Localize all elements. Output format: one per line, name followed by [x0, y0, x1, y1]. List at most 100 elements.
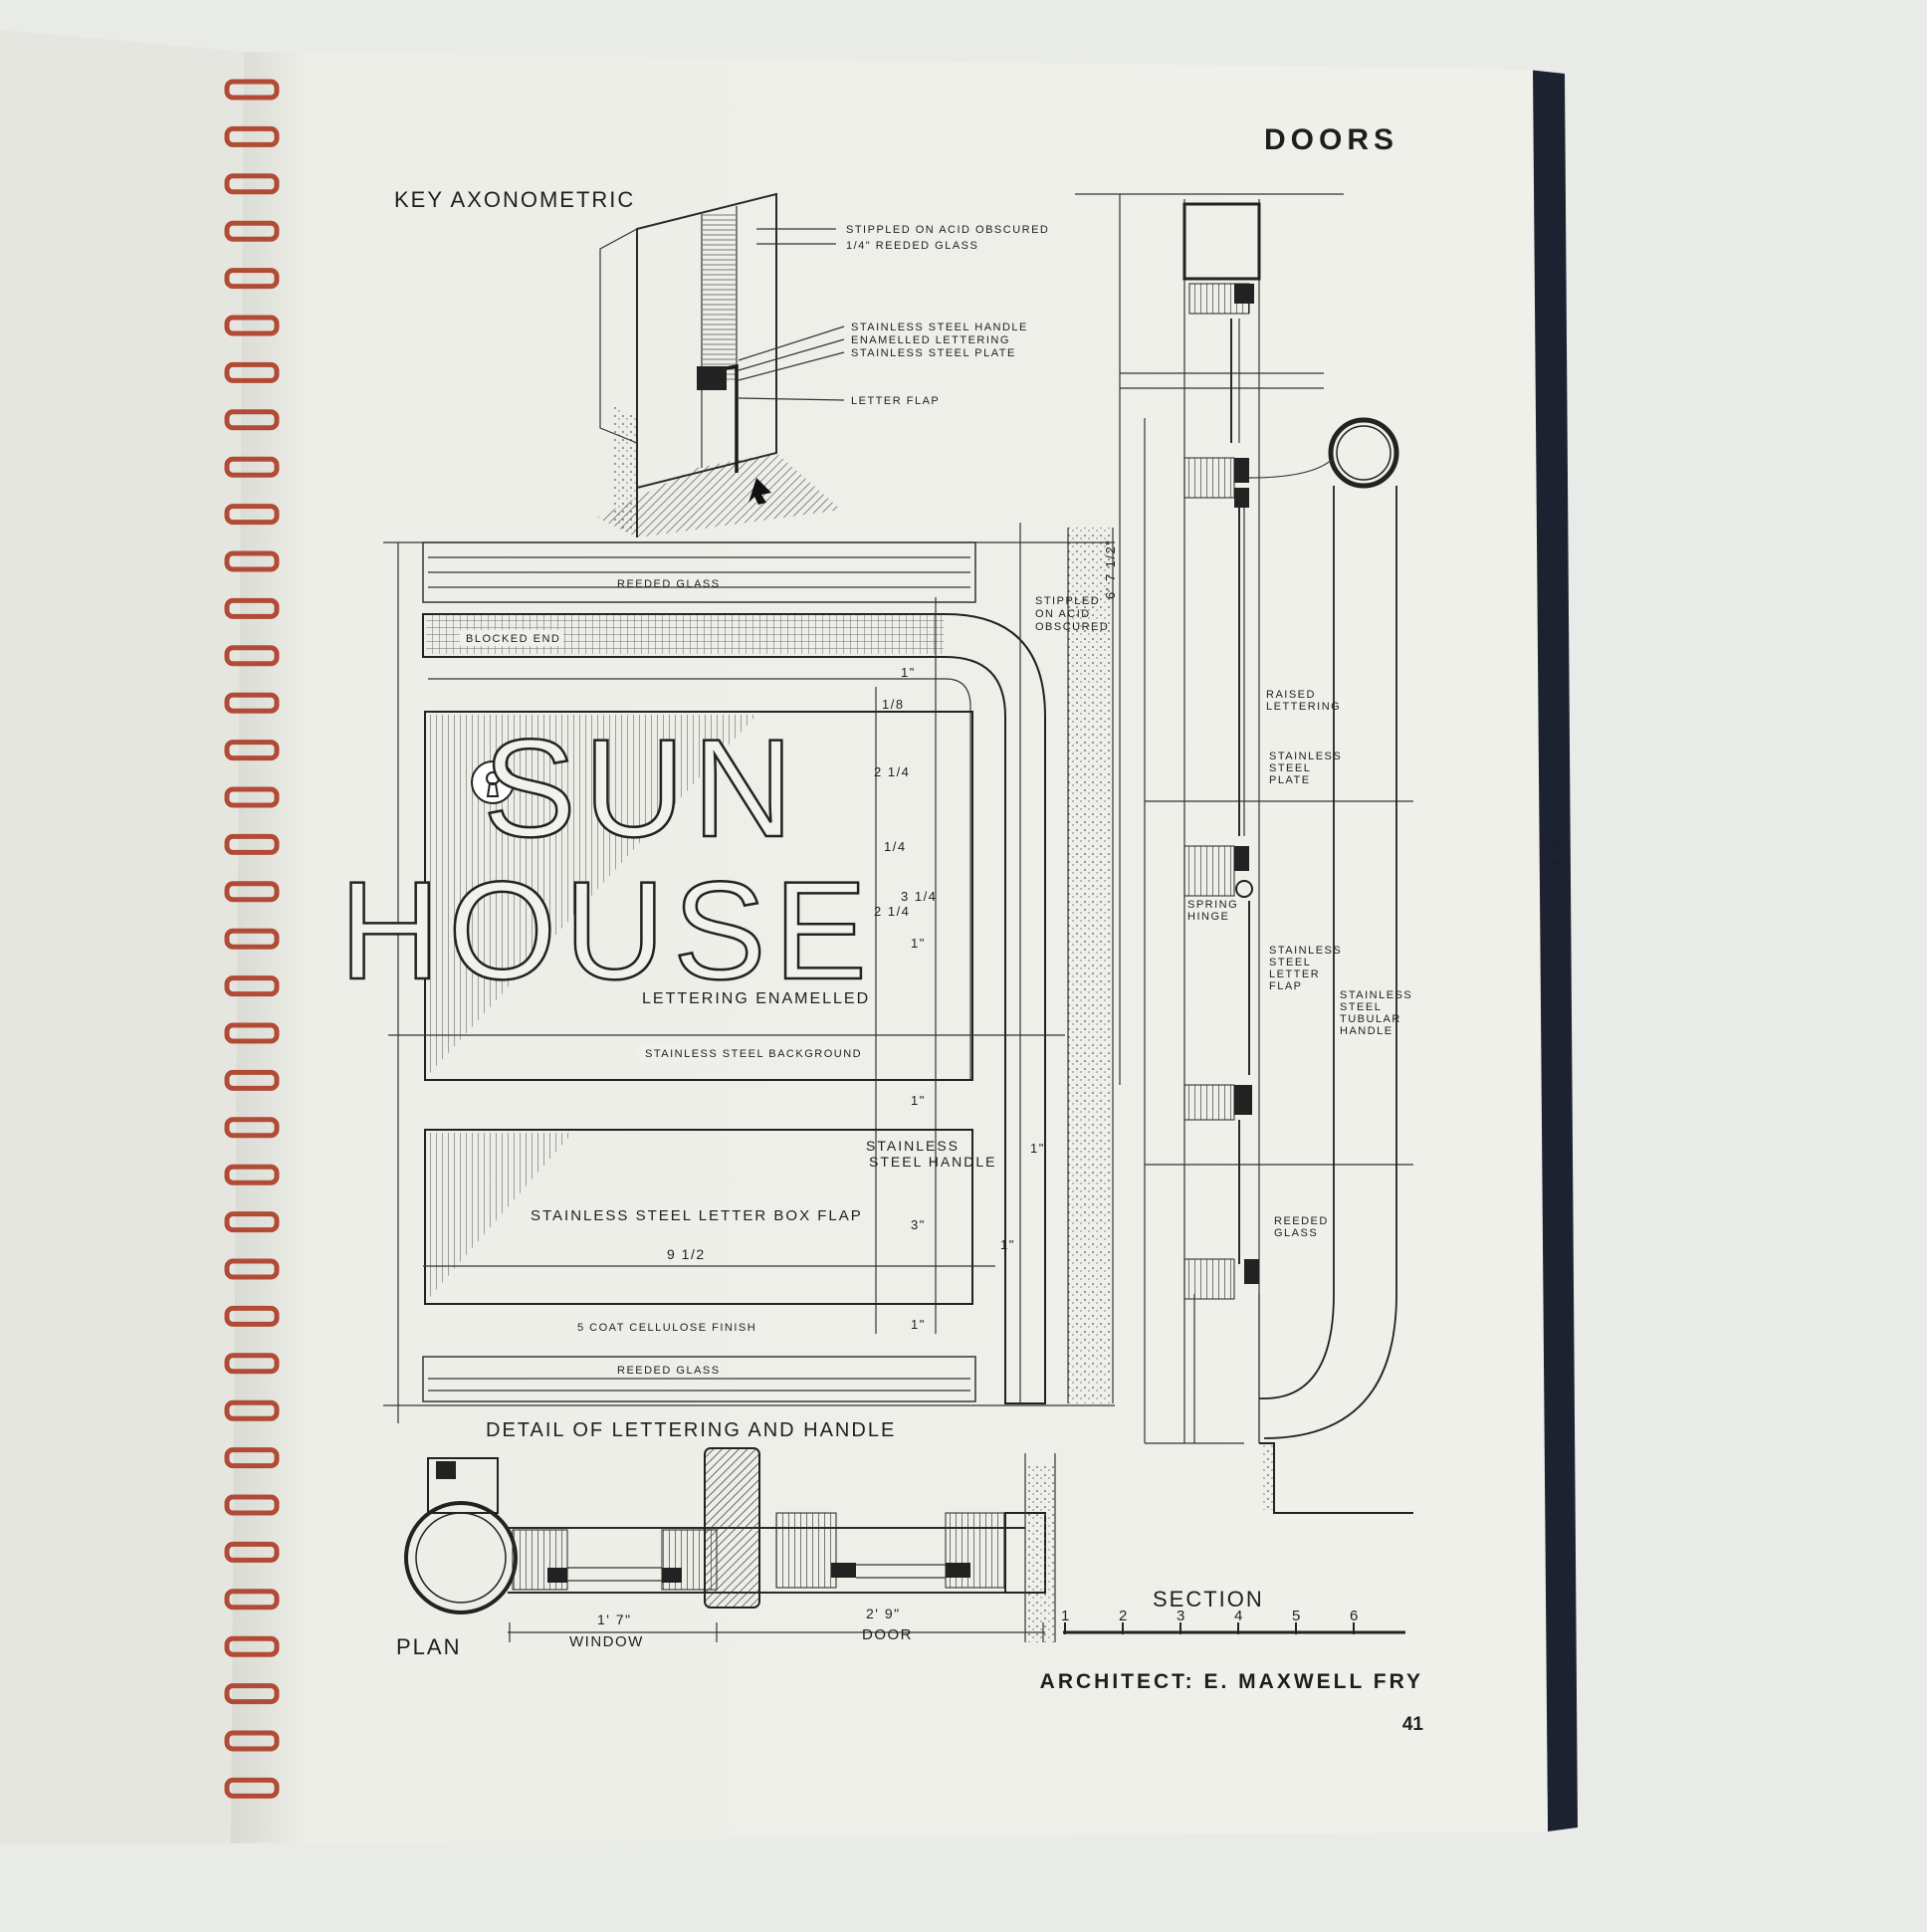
- spiral-ring: [224, 1635, 280, 1657]
- right-page: [231, 52, 1548, 1843]
- window-label: WINDOW: [569, 1633, 644, 1650]
- tubular-handle-3: TUBULAR: [1340, 1013, 1401, 1025]
- spiral-ring: [224, 125, 280, 147]
- stippled-label-1: STIPPLED: [1035, 595, 1100, 607]
- callout-enamelled: ENAMELLED LETTERING: [851, 334, 1010, 346]
- architect-credit: ARCHITECT: E. MAXWELL FRY: [1040, 1670, 1423, 1693]
- dim-inch-a: 1": [901, 665, 916, 680]
- callout-letter-flap: LETTER FLAP: [851, 395, 940, 407]
- spiral-ring: [224, 1683, 280, 1705]
- spiral-ring: [224, 1541, 280, 1563]
- spiral-ring: [224, 1069, 280, 1091]
- door-section: 6' 7 1/2" 3' 2" RAISED LETTERING STAINLE…: [1075, 193, 1563, 1514]
- plan-title: PLAN: [396, 1634, 461, 1659]
- key-axonometric: KEY AXONOMETRIC STIPPLED ON ACID OBSCURE…: [394, 187, 1049, 537]
- spiral-ring: [224, 1305, 280, 1327]
- spiral-ring: [224, 1447, 280, 1469]
- spiral-ring: [224, 79, 280, 101]
- callout-stippled: STIPPLED ON ACID OBSCURED: [846, 224, 1049, 236]
- lettering-detail: REEDED GLASS BLOCKED END STIPPLED ON ACI…: [338, 523, 1115, 1441]
- spiral-ring: [224, 409, 280, 431]
- scale-tick-label: 4: [1234, 1608, 1242, 1624]
- dim-upper: 6' 7 1/2": [1103, 539, 1118, 599]
- spring-hinge-2: HINGE: [1187, 911, 1229, 923]
- spiral-ring: [224, 1399, 280, 1421]
- spiral-ring: [224, 975, 280, 997]
- letter-flap-4: FLAP: [1269, 980, 1303, 992]
- spiral-ring: [224, 456, 280, 478]
- spiral-ring: [224, 1353, 280, 1375]
- spiral-ring: [224, 1258, 280, 1280]
- scale-tick-label: 5: [1292, 1608, 1300, 1624]
- dim-three-quarter: 3 1/4: [901, 889, 937, 904]
- dim-three-inch: 3": [911, 1217, 926, 1232]
- spiral-ring: [224, 786, 280, 808]
- letter-flap-1: STAINLESS: [1269, 945, 1342, 957]
- sign-text-house: HOUSE: [339, 852, 875, 1008]
- dim-two-quarter: 2 1/4: [874, 764, 910, 779]
- axonometric-title: KEY AXONOMETRIC: [394, 187, 635, 212]
- reeded-glass-top-label: REEDED GLASS: [617, 578, 721, 590]
- spiral-ring: [224, 1211, 280, 1233]
- dim-inch-c: 1": [911, 1093, 926, 1108]
- letter-flap-3: LETTER: [1269, 968, 1320, 980]
- scale-tick-label: 1: [1061, 1608, 1069, 1624]
- spiral-ring: [224, 1494, 280, 1516]
- spiral-ring: [224, 597, 280, 619]
- door-label: DOOR: [862, 1626, 913, 1643]
- dim-lower: 3' 2": [1548, 835, 1563, 868]
- spiral-ring: [224, 361, 280, 383]
- callout-plate: STAINLESS STEEL PLATE: [851, 347, 1016, 359]
- spiral-ring: [224, 173, 280, 195]
- spiral-ring: [224, 740, 280, 761]
- page-number: 41: [1402, 1714, 1424, 1735]
- cellulose-label: 5 COAT CELLULOSE FINISH: [577, 1322, 756, 1334]
- scale-tick-label: 2: [1119, 1608, 1127, 1624]
- raised-lettering-1: RAISED: [1266, 689, 1316, 701]
- book-cover-edge: [1528, 70, 1578, 1831]
- sign-text-sun: SUN: [483, 710, 801, 866]
- plate-3: PLATE: [1269, 774, 1311, 786]
- spiral-ring: [224, 1777, 280, 1799]
- background-label: STAINLESS STEEL BACKGROUND: [645, 1048, 862, 1060]
- plate-2: STEEL: [1269, 762, 1311, 774]
- window-dim: 1' 7": [597, 1611, 632, 1627]
- spiral-ring: [224, 504, 280, 526]
- handle-label-1: STAINLESS: [866, 1138, 960, 1154]
- dim-inch-e: 1": [1000, 1237, 1015, 1252]
- tubular-handle-1: STAINLESS: [1340, 989, 1412, 1001]
- dim-one-eighth: 1/8: [882, 697, 905, 712]
- spring-hinge-1: SPRING: [1187, 899, 1238, 911]
- dim-inch-b: 1": [911, 936, 926, 951]
- reeded-glass-2: GLASS: [1274, 1227, 1318, 1239]
- spiral-ring: [224, 315, 280, 336]
- detail-title: DETAIL OF LETTERING AND HANDLE: [486, 1419, 896, 1441]
- spiral-ring: [224, 928, 280, 950]
- left-page: [0, 30, 244, 1843]
- handle-label-2: STEEL HANDLE: [869, 1154, 997, 1170]
- dim-quarter: 1/4: [884, 839, 907, 854]
- dim-inch-d: 1": [1030, 1141, 1045, 1156]
- stippled-label-2: ON ACID: [1035, 608, 1091, 620]
- stippled-label-3: OBSCURED: [1035, 621, 1109, 633]
- letter-flap-2: STEEL: [1269, 957, 1311, 968]
- section-title-label: SECTION: [1153, 1587, 1264, 1611]
- lettering-enamelled-label: LETTERING ENAMELLED: [642, 990, 870, 1007]
- dim-nine-half: 9 1/2: [667, 1246, 706, 1262]
- spiral-binding: [224, 79, 280, 1799]
- dim-inch-f: 1": [911, 1317, 926, 1332]
- dim-two-quarter-b: 2 1/4: [874, 904, 910, 919]
- scale-tick-label: 6: [1350, 1608, 1358, 1624]
- tubular-handle-4: HANDLE: [1340, 1025, 1393, 1037]
- spiral-ring: [224, 268, 280, 290]
- letter-box-flap-label: STAINLESS STEEL LETTER BOX FLAP: [531, 1207, 863, 1224]
- callout-reeded-glass: 1/4" REEDED GLASS: [846, 240, 978, 252]
- spiral-ring: [224, 645, 280, 667]
- section-title: DOORS: [1264, 123, 1398, 156]
- callout-handle: STAINLESS STEEL HANDLE: [851, 322, 1028, 333]
- spiral-ring: [224, 1730, 280, 1752]
- spiral-ring: [224, 220, 280, 242]
